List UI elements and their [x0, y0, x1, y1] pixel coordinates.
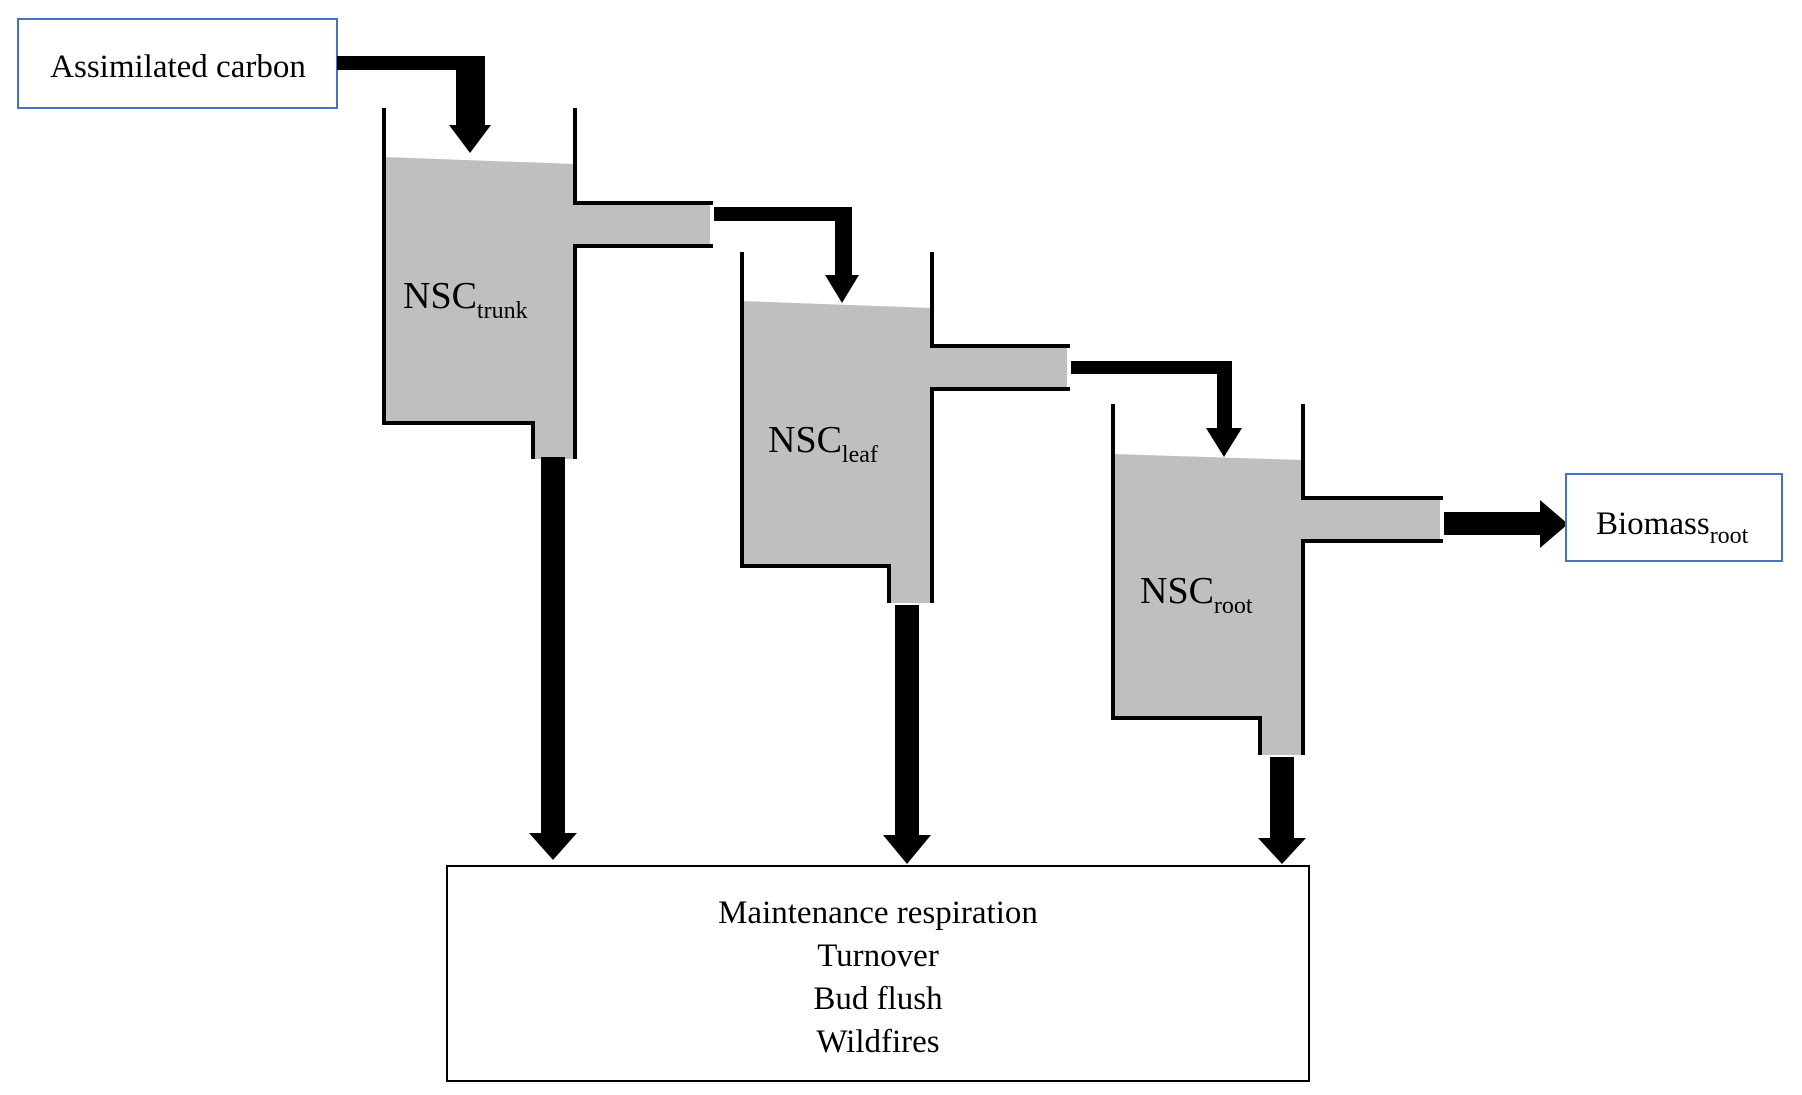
loss-bud-flush: Bud flush — [813, 981, 943, 1017]
pool-trunk: NSCtrunk — [382, 108, 713, 459]
pool-trunk-label: NSCtrunk — [403, 275, 528, 324]
biomass-root-box: Biomassroot — [1565, 473, 1783, 562]
loss-wildfires: Wildfires — [816, 1024, 939, 1060]
pool-root: NSCroot — [1111, 404, 1443, 755]
loss-maintenance-respiration: Maintenance respiration — [718, 895, 1038, 931]
arrow-leaf-to-losses — [883, 605, 931, 864]
loss-turnover: Turnover — [817, 938, 939, 974]
arrow-root-to-biomass — [1444, 500, 1568, 548]
pool-leaf-fill — [742, 301, 1067, 603]
assimilated-carbon-box: Assimilated carbon — [17, 18, 338, 109]
pool-root-label: NSCroot — [1140, 570, 1253, 619]
pool-trunk-fill — [384, 157, 710, 459]
pool-trunk-walls — [382, 108, 713, 459]
arrow-carbon-to-trunk — [337, 56, 491, 153]
pool-leaf-walls — [740, 252, 1070, 603]
biomass-root-label: Biomassroot — [1596, 506, 1749, 549]
arrow-root-to-losses — [1258, 757, 1306, 864]
losses-box: Maintenance respiration Turnover Bud flu… — [446, 865, 1310, 1082]
arrow-trunk-to-losses — [529, 457, 577, 860]
arrow-leaf-to-root — [1071, 361, 1242, 457]
pool-leaf-label: NSCleaf — [768, 419, 878, 468]
pool-root-fill — [1113, 454, 1440, 755]
assimilated-carbon-label: Assimilated carbon — [50, 49, 306, 85]
pool-leaf: NSCleaf — [740, 252, 1070, 603]
pool-root-walls — [1111, 404, 1443, 755]
arrow-trunk-to-leaf — [714, 207, 859, 303]
